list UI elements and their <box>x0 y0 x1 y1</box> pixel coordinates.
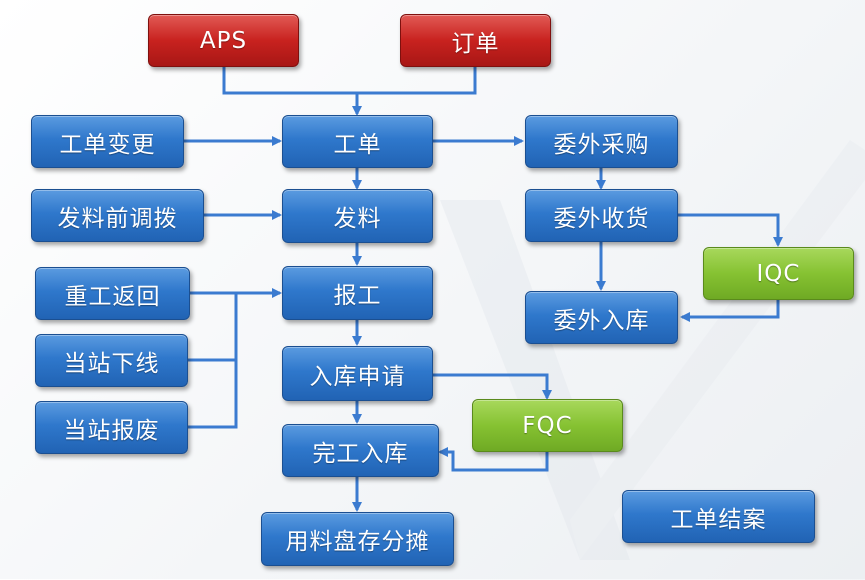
node-aps[interactable]: APS <box>148 14 299 67</box>
node-station-offline[interactable]: 当站下线 <box>35 334 188 387</box>
node-order[interactable]: 订单 <box>400 14 551 67</box>
node-fqc[interactable]: FQC <box>472 399 623 452</box>
connector-request-to-fqc <box>433 373 552 400</box>
node-warehousing-request[interactable]: 入库申请 <box>282 346 433 401</box>
node-material-inventory-allocation[interactable]: 用料盘存分摊 <box>261 512 454 566</box>
node-rework-return[interactable]: 重工返回 <box>35 267 190 320</box>
connector-iqc-to-outsource-wh <box>680 300 780 322</box>
node-pre-issue-transfer[interactable]: 发料前调拨 <box>31 189 204 242</box>
connector-scrap-merge <box>188 293 238 429</box>
node-outsource-receiving[interactable]: 委外收货 <box>525 189 678 242</box>
node-iqc[interactable]: IQC <box>703 247 854 300</box>
node-work-order-change[interactable]: 工单变更 <box>31 115 184 168</box>
node-station-scrap[interactable]: 当站报废 <box>35 401 188 454</box>
connector-fqc-to-completion <box>438 447 549 472</box>
node-work-order-close[interactable]: 工单结案 <box>622 490 815 543</box>
connector-receiving-to-iqc <box>678 213 783 247</box>
node-material-issue[interactable]: 发料 <box>282 189 433 243</box>
node-completion-warehousing[interactable]: 完工入库 <box>282 424 439 477</box>
connector-aps-merge <box>222 67 477 95</box>
node-outsource-purchase[interactable]: 委外采购 <box>525 115 678 168</box>
node-work-order[interactable]: 工单 <box>282 115 433 168</box>
node-outsource-warehousing[interactable]: 委外入库 <box>525 291 678 344</box>
node-report-work[interactable]: 报工 <box>282 266 433 320</box>
